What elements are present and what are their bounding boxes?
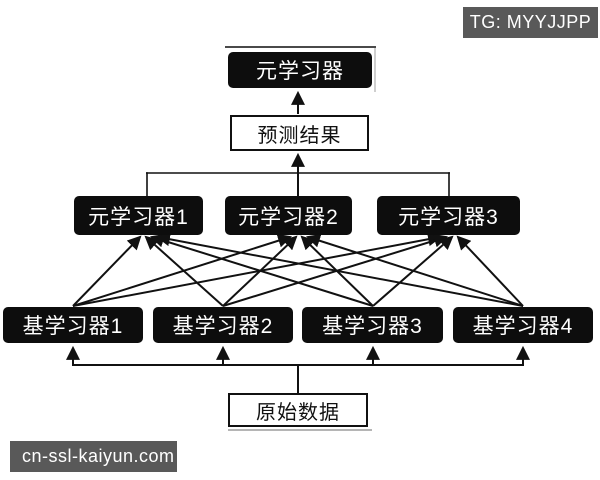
base-learner-2-label: 基学习器2	[172, 315, 274, 338]
meta-learner-1-node: 元学习器1	[74, 196, 203, 235]
prediction-result-node: 预测结果	[230, 115, 369, 151]
base-learner-1-node: 基学习器1	[3, 307, 143, 343]
data-source-shadow	[228, 429, 372, 431]
site-watermark-badge: cn-ssl-kaiyun.com	[10, 441, 177, 472]
meta-learner-2-node: 元学习器2	[225, 196, 352, 235]
artifact-line-horizontal	[225, 46, 376, 48]
meta-learner-3-label: 元学习器3	[398, 205, 499, 229]
base-learner-4-node: 基学习器4	[453, 307, 593, 343]
artifact-line-vertical	[374, 48, 376, 92]
base-learner-3-node: 基学习器3	[302, 307, 443, 343]
tg-contact-badge: TG: MYYJJPP	[463, 7, 598, 38]
prediction-result-label: 预测结果	[257, 124, 342, 147]
final-meta-learner-node: 元学习器	[228, 52, 372, 88]
original-data-label: 原始数据	[256, 401, 340, 424]
tg-contact-label: TG: MYYJJPP	[469, 12, 592, 32]
base-learner-3-label: 基学习器3	[322, 315, 423, 338]
meta-learner-2-label: 元学习器2	[238, 205, 339, 229]
site-watermark-label: cn-ssl-kaiyun.com	[22, 446, 175, 466]
meta-learner-3-node: 元学习器3	[377, 196, 520, 235]
base-learner-2-node: 基学习器2	[153, 307, 293, 343]
base-learner-4-label: 基学习器4	[472, 315, 574, 338]
meta-learner-1-label: 元学习器1	[88, 205, 189, 229]
final-meta-learner-label: 元学习器	[256, 60, 344, 83]
base-learner-1-label: 基学习器1	[22, 315, 124, 338]
original-data-node: 原始数据	[228, 393, 368, 427]
